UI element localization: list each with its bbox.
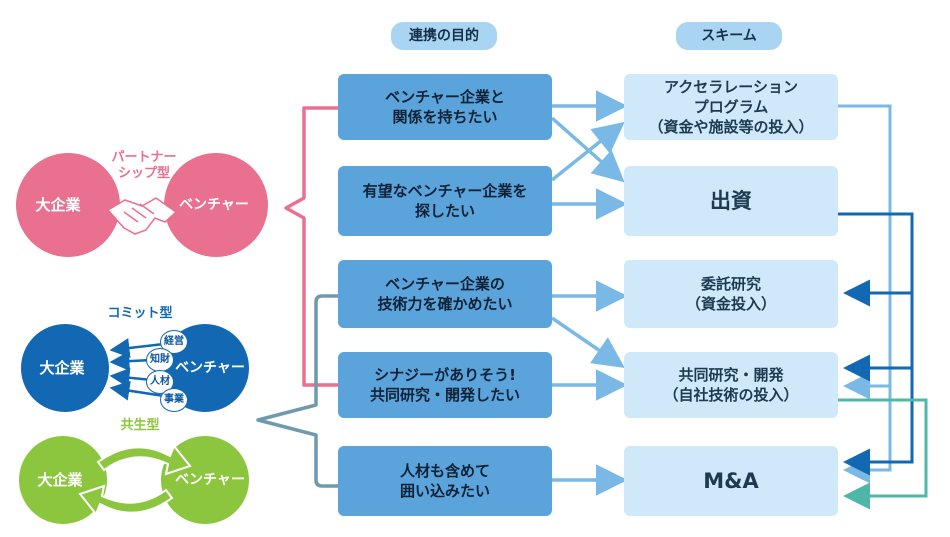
- commit-arrows: [109, 338, 165, 401]
- commit-right-label: ベンチャー: [175, 359, 245, 376]
- scheme-box-joint-development: 共同研究・開発 （自社技術の投入）: [624, 352, 838, 418]
- arrow-p3-s4: [551, 316, 625, 368]
- partnership-right-label: ベンチャー: [179, 196, 249, 213]
- purpose-box-search: 有望なベンチャー企業を 探したい: [338, 166, 552, 236]
- arrow-p2-s1: [550, 121, 625, 182]
- purpose-box-enclose: 人材も含めて 囲い込みたい: [338, 446, 552, 516]
- coexist-left-label: 大企業: [37, 470, 83, 489]
- purpose-header: 連携の目的: [391, 22, 497, 50]
- light-blue-connectors: [838, 104, 892, 484]
- commit-type-label: コミット型: [107, 306, 173, 322]
- partnership-circle-right: [164, 153, 268, 257]
- teal-connector: [838, 398, 928, 510]
- arrow-p1-s2: [550, 116, 625, 183]
- scheme-header: スキーム: [676, 22, 782, 50]
- partnership-left-label: 大企業: [35, 195, 81, 214]
- pink-bracket: [284, 106, 338, 387]
- scheme-box-contract-research: 委託研究 （資金投入）: [624, 260, 838, 328]
- commit-left-label: 大企業: [39, 358, 85, 377]
- dark-blue-connectors: [838, 212, 914, 476]
- scheme-box-investment: 出資: [624, 166, 838, 236]
- bubble-ip: 知財: [146, 348, 174, 372]
- purpose-box-relationship: ベンチャー企業と 関係を持ちたい: [338, 74, 552, 140]
- scheme-box-accelerator: アクセラレーション プログラム （資金や施設等の投入）: [624, 74, 838, 140]
- commit-circle-left: [21, 324, 109, 412]
- handshake-icon: [106, 197, 178, 235]
- scheme-box-ma: M&A: [624, 446, 838, 516]
- partnership-circle-left: [16, 153, 120, 257]
- coexist-circle-left: [19, 436, 107, 524]
- gray-bracket: [256, 294, 338, 488]
- coexist-type-label: 共生型: [120, 418, 160, 434]
- bubble-business: 事業: [160, 388, 188, 412]
- purpose-box-joint-research: シナジーがありそう! 共同研究・開発したい: [338, 352, 552, 418]
- partnership-type-label: パートナー シップ型: [111, 149, 177, 181]
- cycle-arrows-icon: [78, 444, 192, 516]
- purpose-arrows: [550, 90, 628, 496]
- purpose-box-verify-tech: ベンチャー企業の 技術力を確かめたい: [338, 260, 552, 328]
- coexist-right-label: ベンチャー: [175, 471, 245, 488]
